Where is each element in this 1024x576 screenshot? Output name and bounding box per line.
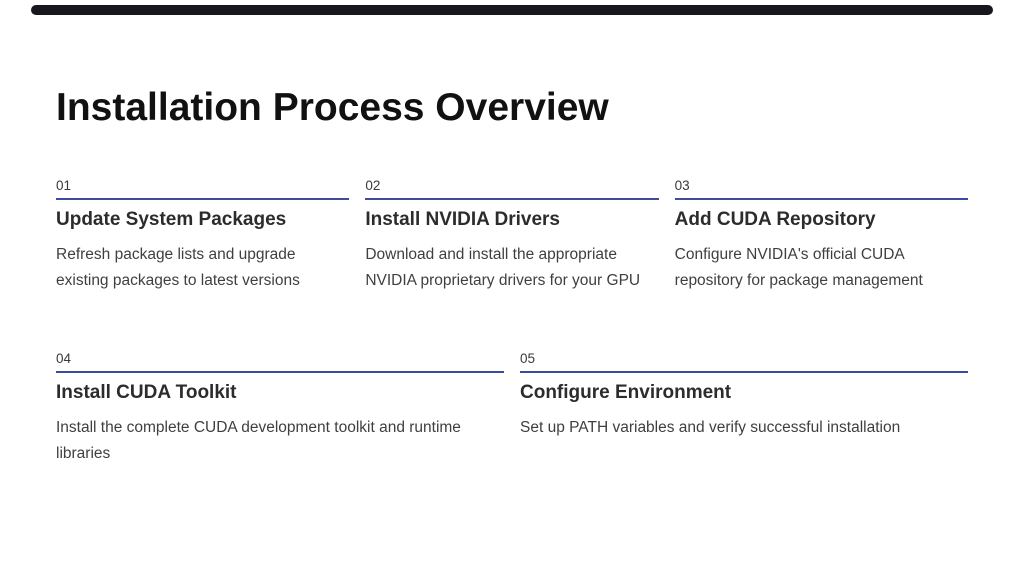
step-card-04: 04 Install CUDA Toolkit Install the comp…: [56, 351, 504, 467]
step-description: Download and install the appropriate NVI…: [365, 245, 641, 289]
step-card-02: 02 Install NVIDIA Drivers Download and i…: [365, 178, 659, 294]
step-number: 03: [674, 178, 968, 201]
step-description: Install the complete CUDA development to…: [56, 418, 461, 462]
step-card-05: 05 Configure Environment Set up PATH var…: [520, 351, 968, 467]
page-title: Installation Process Overview: [56, 86, 609, 129]
step-description: Configure NVIDIA's official CUDA reposit…: [674, 245, 923, 289]
step-title: Update System Packages: [56, 209, 287, 231]
step-title: Configure Environment: [520, 381, 732, 403]
steps-row-1: 01 Update System Packages Refresh packag…: [56, 178, 968, 294]
step-title: Install NVIDIA Drivers: [365, 209, 560, 231]
steps-row-2: 04 Install CUDA Toolkit Install the comp…: [56, 351, 968, 467]
step-number: 01: [56, 178, 350, 201]
step-title: Add CUDA Repository: [674, 209, 876, 231]
step-card-01: 01 Update System Packages Refresh packag…: [56, 178, 350, 294]
step-number: 02: [365, 178, 659, 201]
top-accent-bar: [31, 5, 993, 15]
step-number: 05: [520, 351, 968, 373]
step-description: Set up PATH variables and verify success…: [520, 418, 901, 436]
step-number: 04: [56, 351, 504, 373]
step-card-03: 03 Add CUDA Repository Configure NVIDIA'…: [674, 178, 968, 294]
step-description: Refresh package lists and upgrade existi…: [56, 245, 300, 289]
step-title: Install CUDA Toolkit: [56, 381, 237, 403]
